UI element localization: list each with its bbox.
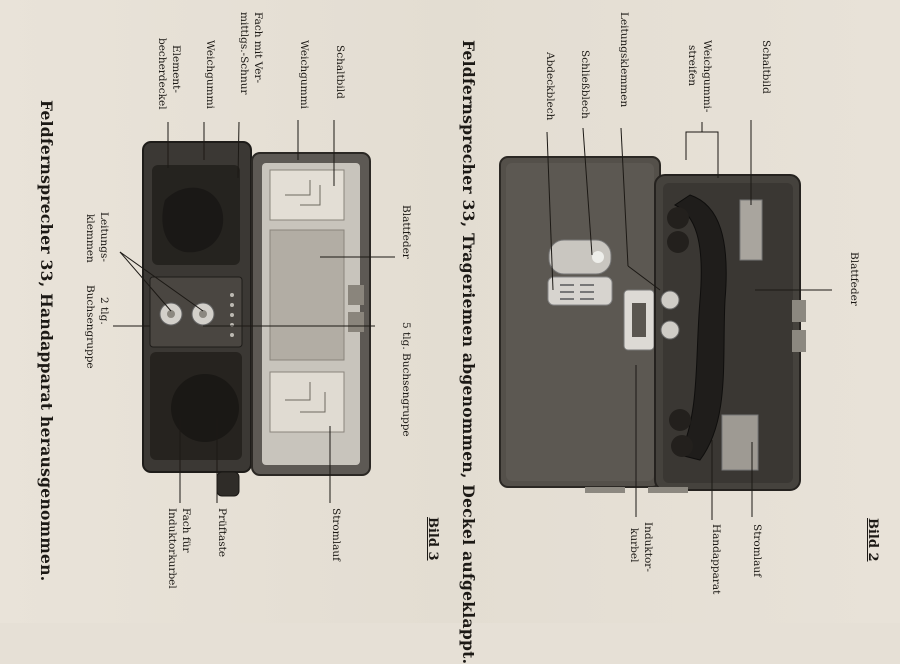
figure2-label-schliessblech: Schließblech — [579, 50, 591, 119]
figure2-label-induktorkurbel-1: Induktor- — [642, 522, 654, 572]
figure3-title: Feldfernsprecher 33, Handapparat herausg… — [37, 100, 56, 582]
figure2-label-schaltbild: Schaltbild — [760, 40, 772, 94]
figure3-label-zweiteilig-2: Buchsengruppe — [84, 285, 96, 369]
figure2-label-handapparat: Handapparat — [710, 524, 722, 595]
figure3-label-schaltbild: Schaltbild — [334, 45, 346, 99]
figure3-photo — [142, 141, 371, 497]
figure3-label-element-2: becherdeckel — [156, 38, 168, 110]
figure2-label-blattfeder: Blattfeder — [848, 252, 860, 306]
figure3-label-leitung-2: klemmen — [84, 214, 96, 263]
figure2-label-weichgummistreifen-1: Weichgummi- — [701, 40, 713, 113]
figure2-label-induktorkurbel-2: kurbel — [628, 528, 640, 563]
figure2-label-abdeckblech: Abdeckblech — [544, 52, 556, 121]
figure3-label-weichgummi-1: Weichgummi — [298, 40, 310, 109]
figure3-label-fach-ind-1: Fach für — [180, 508, 192, 553]
figure3-label-fach-1: Fach mit Ver- — [252, 12, 264, 84]
figure3-label-fach-2: mittlgs.-Schnur — [238, 12, 250, 95]
figure3-label-blattfeder: Blattfeder — [400, 205, 412, 259]
figure-illustrations — [113, 120, 832, 520]
figure3-label-weichgummi-2: Weichgummi — [204, 40, 216, 109]
figure2-caption-number: Bild 2 — [865, 518, 880, 562]
figure2-photo — [499, 156, 806, 493]
figure3-label-fuenfteilig: 5 tlg. Buchsengruppe — [400, 322, 412, 437]
figure3-label-pruftaste: Prüftaste — [216, 508, 228, 558]
figure2-title: Feldfernsprecher 33, Trageriemen abgenom… — [459, 40, 478, 664]
figure3-label-fach-ind-2: Induktorkurbel — [166, 508, 178, 589]
figure3-label-leitung-1: Leitungs- — [98, 212, 110, 262]
figure3-label-stromlauf: Stromlauf — [330, 508, 342, 561]
figure2-label-stromlauf: Stromlauf — [751, 524, 763, 577]
figure2-label-leitungsklemmen: Leitungsklemmen — [618, 12, 630, 108]
figure2-label-weichgummistreifen-2: streifen — [686, 45, 698, 87]
figure3-label-element-1: Element- — [170, 45, 182, 93]
figure3-label-zweiteilig-1: 2 tlg. — [98, 297, 110, 325]
figure3-caption-number: Bild 3 — [425, 517, 440, 561]
